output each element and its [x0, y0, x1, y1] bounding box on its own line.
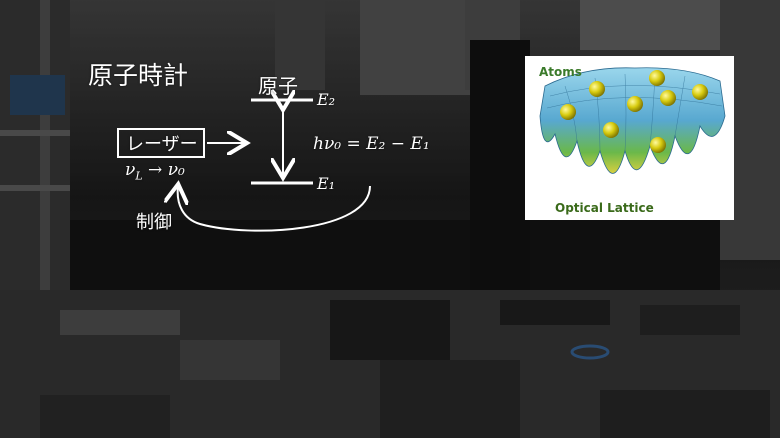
lattice-illustration	[539, 67, 726, 174]
feedback-control-arrow	[178, 186, 371, 232]
atom-ball	[692, 84, 708, 100]
optical-lattice-figure: Atoms Optical Lattice	[525, 56, 734, 220]
atom-ball	[649, 70, 665, 86]
atom-ball	[660, 90, 676, 106]
transition-equation: hν₀ = E₂ − E₁	[313, 134, 430, 154]
laser-box	[117, 128, 205, 158]
atom-label: 原子	[258, 74, 298, 98]
upper-level-label: E₂	[317, 90, 336, 109]
atom-ball	[627, 96, 643, 112]
diagram-title: 原子時計	[88, 61, 189, 90]
lattice-surface	[539, 67, 726, 174]
frequency-label: νL → ν₀	[125, 160, 185, 183]
optical-lattice-caption: Optical Lattice	[555, 201, 654, 215]
atoms-caption: Atoms	[539, 65, 582, 79]
control-label: 制御	[136, 212, 172, 233]
atom-ball	[650, 137, 666, 153]
lower-level-label: E₁	[317, 174, 336, 193]
laser-label: レーザー	[126, 134, 198, 155]
atom-ball	[589, 81, 605, 97]
atom-ball	[560, 104, 576, 120]
atom-ball	[603, 122, 619, 138]
